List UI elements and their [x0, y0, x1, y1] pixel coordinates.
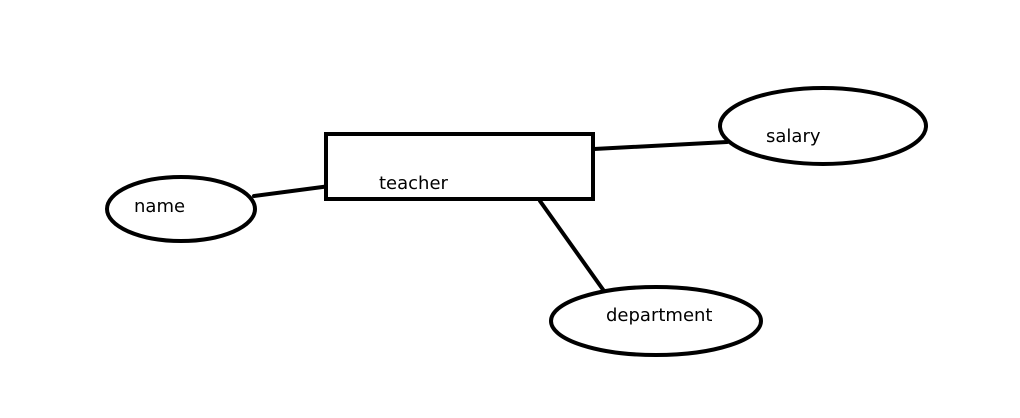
attribute-department-label: department — [606, 305, 713, 326]
entity-teacher-label: teacher — [379, 173, 449, 194]
connector-teacher-name — [252, 184, 332, 198]
attribute-name-ellipse — [105, 175, 257, 243]
attribute-salary-label: salary — [766, 126, 821, 147]
connector-teacher-department — [538, 199, 606, 293]
connector-teacher-salary — [592, 140, 729, 151]
attribute-name-label: name — [134, 196, 185, 217]
attribute-salary-ellipse — [718, 86, 928, 166]
entity-teacher-box — [324, 132, 595, 201]
attribute-department-ellipse — [549, 285, 763, 357]
